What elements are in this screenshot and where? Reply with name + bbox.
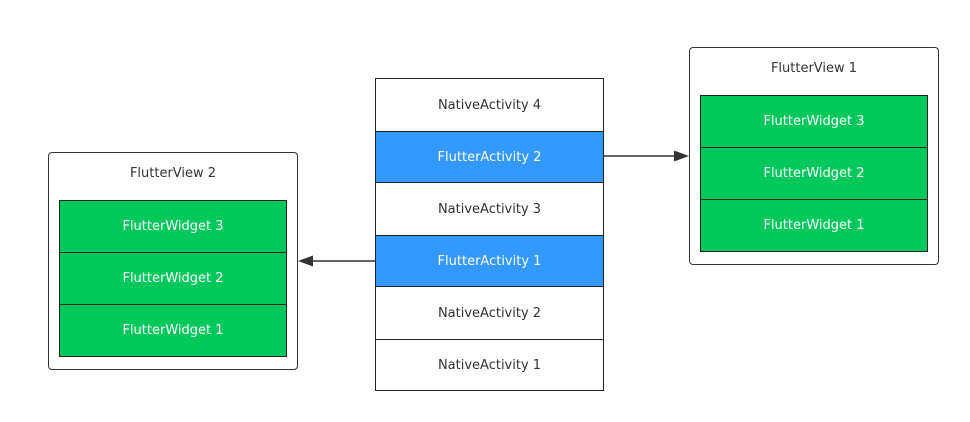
flutter-view-1-widget-2: FlutterWidget 2 bbox=[700, 147, 928, 200]
activity-native-1: NativeActivity 1 bbox=[376, 339, 603, 390]
flutter-view-2-widget-1: FlutterWidget 1 bbox=[59, 304, 287, 357]
activity-stack: NativeActivity 4 FlutterActivity 2 Nativ… bbox=[375, 78, 604, 391]
arrow-flutter-activity-1-to-flutter-view-2 bbox=[298, 255, 375, 267]
flutter-view-1-title: FlutterView 1 bbox=[770, 61, 858, 76]
flutter-view-1-widget-1: FlutterWidget 1 bbox=[700, 199, 928, 252]
flutter-view-2: FlutterView 2 FlutterWidget 3 FlutterWid… bbox=[48, 152, 298, 370]
activity-native-4: NativeActivity 4 bbox=[437, 97, 542, 113]
activity-native-3: NativeActivity 3 bbox=[437, 201, 542, 217]
flutter-view-2-widget-2: FlutterWidget 2 bbox=[59, 252, 287, 305]
flutter-view-2-title: FlutterView 2 bbox=[129, 166, 217, 181]
arrow-flutter-activity-2-to-flutter-view-1 bbox=[604, 150, 689, 162]
activity-native-2: NativeActivity 2 bbox=[437, 305, 542, 321]
activity-flutter-1: FlutterActivity 1 bbox=[376, 235, 603, 287]
flutter-view-1: FlutterView 1 FlutterWidget 3 FlutterWid… bbox=[689, 47, 939, 265]
flutter-view-1-widget-3: FlutterWidget 3 bbox=[700, 95, 928, 148]
activity-flutter-2: FlutterActivity 2 bbox=[376, 131, 603, 183]
